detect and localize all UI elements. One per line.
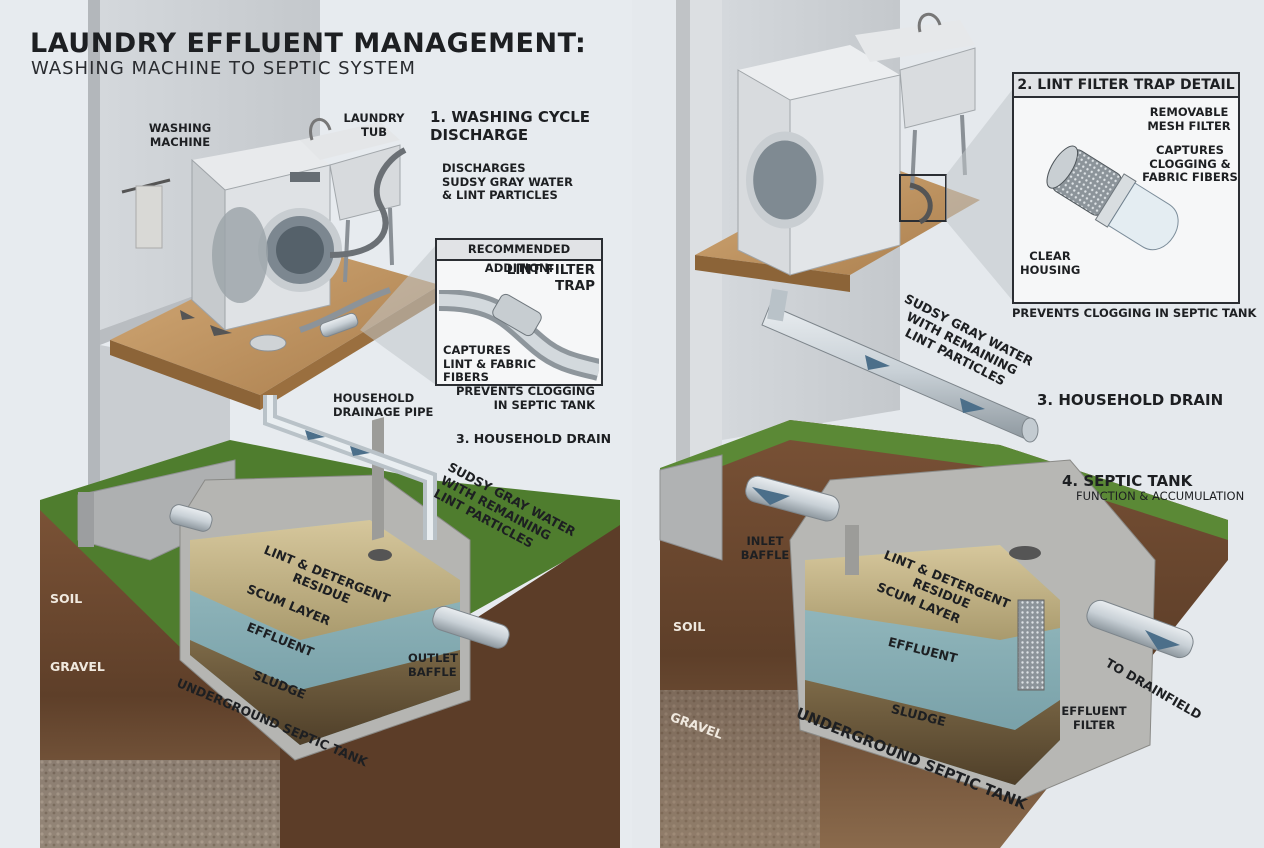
label-step4-septic-tank: 4. SEPTIC TANK <box>1062 472 1193 490</box>
callout-header: RECOMMENDED ADDITION: <box>437 240 601 275</box>
lint-trap-detail-callout: 2. LINT FILTER TRAP DETAIL REMOVABLE MES… <box>1012 72 1240 304</box>
label-gravel-left: GRAVEL <box>50 659 105 674</box>
detail-callout-header: 2. LINT FILTER TRAP DETAIL <box>1014 74 1238 98</box>
label-household-drainage-pipe: HOUSEHOLD DRAINAGE PIPE <box>333 391 434 419</box>
label-soil-right: SOIL <box>673 619 706 634</box>
label-step3-household-drain-right: 3. HOUSEHOLD DRAIN <box>1037 391 1224 409</box>
page-title: LAUNDRY EFFLUENT MANAGEMENT: <box>30 28 587 59</box>
label-effluent-filter: EFFLUENT FILTER <box>1061 704 1127 732</box>
label-step4-subtitle: FUNCTION & ACCUMULATION <box>1076 489 1245 503</box>
callout-title: LINT FILTER TRAP <box>506 262 595 294</box>
label-prevents-clogging-left: PREVENTS CLOGGING IN SEPTIC TANK <box>455 384 595 412</box>
label-step3-household-drain-left: 3. HOUSEHOLD DRAIN <box>456 431 612 446</box>
label-discharge-note: DISCHARGES SUDSY GRAY WATER & LINT PARTI… <box>442 161 573 203</box>
label-soil-left: SOIL <box>50 591 83 606</box>
label-washing-machine: WASHING MACHINE <box>148 121 212 149</box>
label-removable-mesh-filter: REMOVABLE MESH FILTER <box>1147 105 1231 133</box>
label-prevents-clogging-right: PREVENTS CLOGGING IN SEPTIC TANK <box>1012 306 1257 320</box>
lint-filter-callout: RECOMMENDED ADDITION: LINT FILTER TRAP C… <box>435 238 603 386</box>
lint-filter-detail-illustration <box>1046 145 1179 251</box>
callout-captures: CAPTURES LINT & FABRIC FIBERS <box>443 343 536 385</box>
lint-trap-pipe-illustration <box>439 290 599 381</box>
label-outlet-baffle: OUTLET BAFFLE <box>408 651 458 679</box>
label-laundry-tub: LAUNDRY TUB <box>343 111 405 139</box>
page-subtitle: WASHING MACHINE TO SEPTIC SYSTEM <box>31 58 416 79</box>
label-captures-clogging: CAPTURES CLOGGING & FABRIC FIBERS <box>1142 143 1238 185</box>
label-inlet-baffle: INLET BAFFLE <box>740 534 790 562</box>
label-step1-washing-cycle: 1. WASHING CYCLE DISCHARGE <box>430 108 591 144</box>
label-clear-housing: CLEAR HOUSING <box>1020 249 1081 277</box>
